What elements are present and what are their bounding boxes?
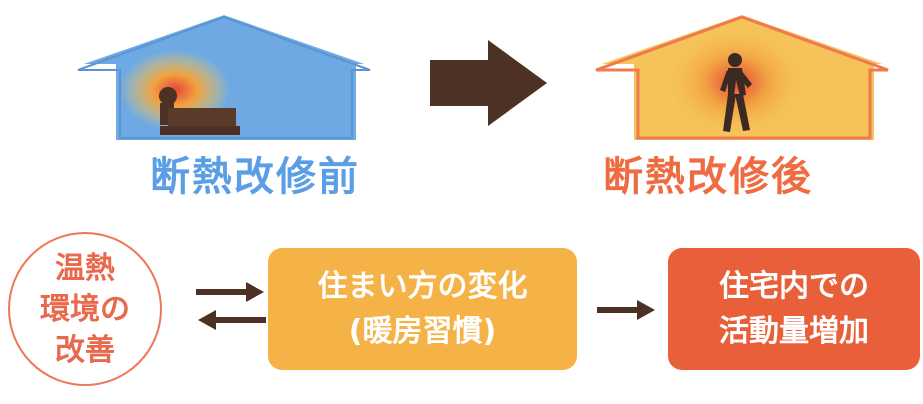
walking-person-icon [720, 53, 752, 132]
caption-before: 断熱改修前 [150, 154, 360, 200]
thermal-environment-circle: 温熱 環境の 改善 [8, 232, 162, 386]
right-line-2: 活動量増加 [719, 314, 869, 349]
lifestyle-change-box: 住まい方の変化 (暖房習慣) [268, 248, 577, 370]
circle-line-2: 環境の [40, 291, 130, 327]
warm-glow [666, 27, 806, 137]
activity-increase-box: 住宅内での 活動量増加 [668, 248, 920, 370]
middle-line-2: (暖房習慣) [348, 314, 497, 349]
right-line-1: 住宅内での [719, 269, 869, 304]
middle-line-1: 住まい方の変化 [317, 269, 528, 304]
caption-after: 断熱改修後 [603, 154, 813, 200]
house-after-illustration [589, 10, 895, 144]
house-before-illustration [71, 10, 377, 144]
circle-line-3: 改善 [55, 332, 115, 368]
forward-arrow [597, 300, 655, 320]
circle-line-1: 温熱 [55, 250, 115, 286]
bidirectional-arrows [196, 282, 266, 330]
transition-arrow [430, 40, 547, 126]
kotatsu-heater-icon [159, 87, 240, 135]
